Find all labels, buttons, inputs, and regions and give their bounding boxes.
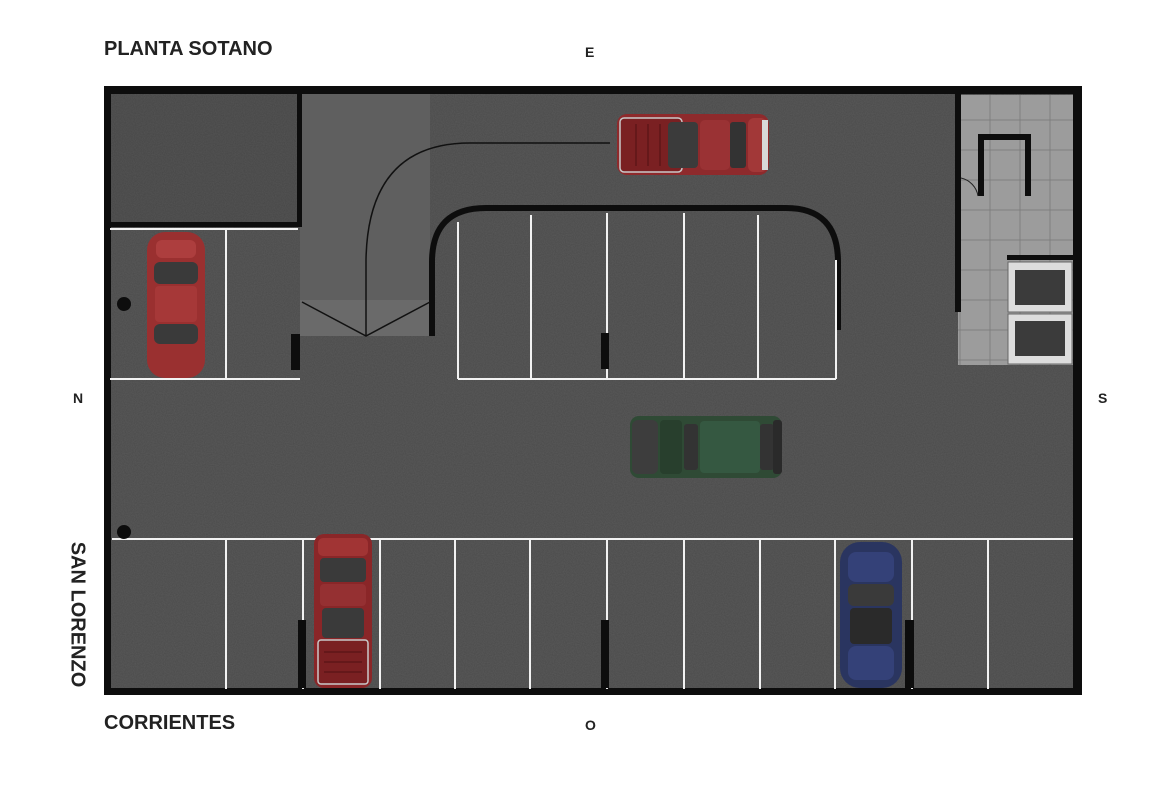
service-door-swing [960, 177, 979, 197]
plan-title: PLANTA SOTANO [104, 38, 273, 60]
elevator-lower [1007, 313, 1073, 365]
central-curb [429, 205, 841, 336]
ramp-guide-curve [365, 142, 610, 336]
drain-lower [117, 525, 131, 539]
elevator-upper [1007, 261, 1073, 313]
storage-room-texture [110, 94, 300, 224]
service-room-walls [955, 94, 1073, 312]
central-bay-lines [457, 213, 837, 380]
compass-north-label: N [73, 390, 84, 406]
ramp-threshold [300, 300, 430, 336]
red-pickup-bottom [314, 534, 372, 688]
ramp-area [300, 94, 430, 336]
storage-room-walls [110, 94, 302, 227]
outer-walls [104, 86, 1082, 695]
red-pickup-top [617, 114, 769, 175]
ramp-guide-chevron [301, 301, 431, 337]
drain-upper [117, 297, 131, 311]
street-corrientes-label: CORRIENTES [104, 712, 236, 734]
compass-east-label: E [585, 44, 595, 60]
columns [291, 333, 914, 688]
blue-convertible [840, 542, 902, 688]
left-bay-lines [110, 228, 300, 380]
compass-south-label: S [1098, 390, 1108, 406]
green-suv-center [630, 416, 782, 478]
red-sedan-left [147, 232, 205, 378]
compass-west-label: O [585, 717, 596, 733]
